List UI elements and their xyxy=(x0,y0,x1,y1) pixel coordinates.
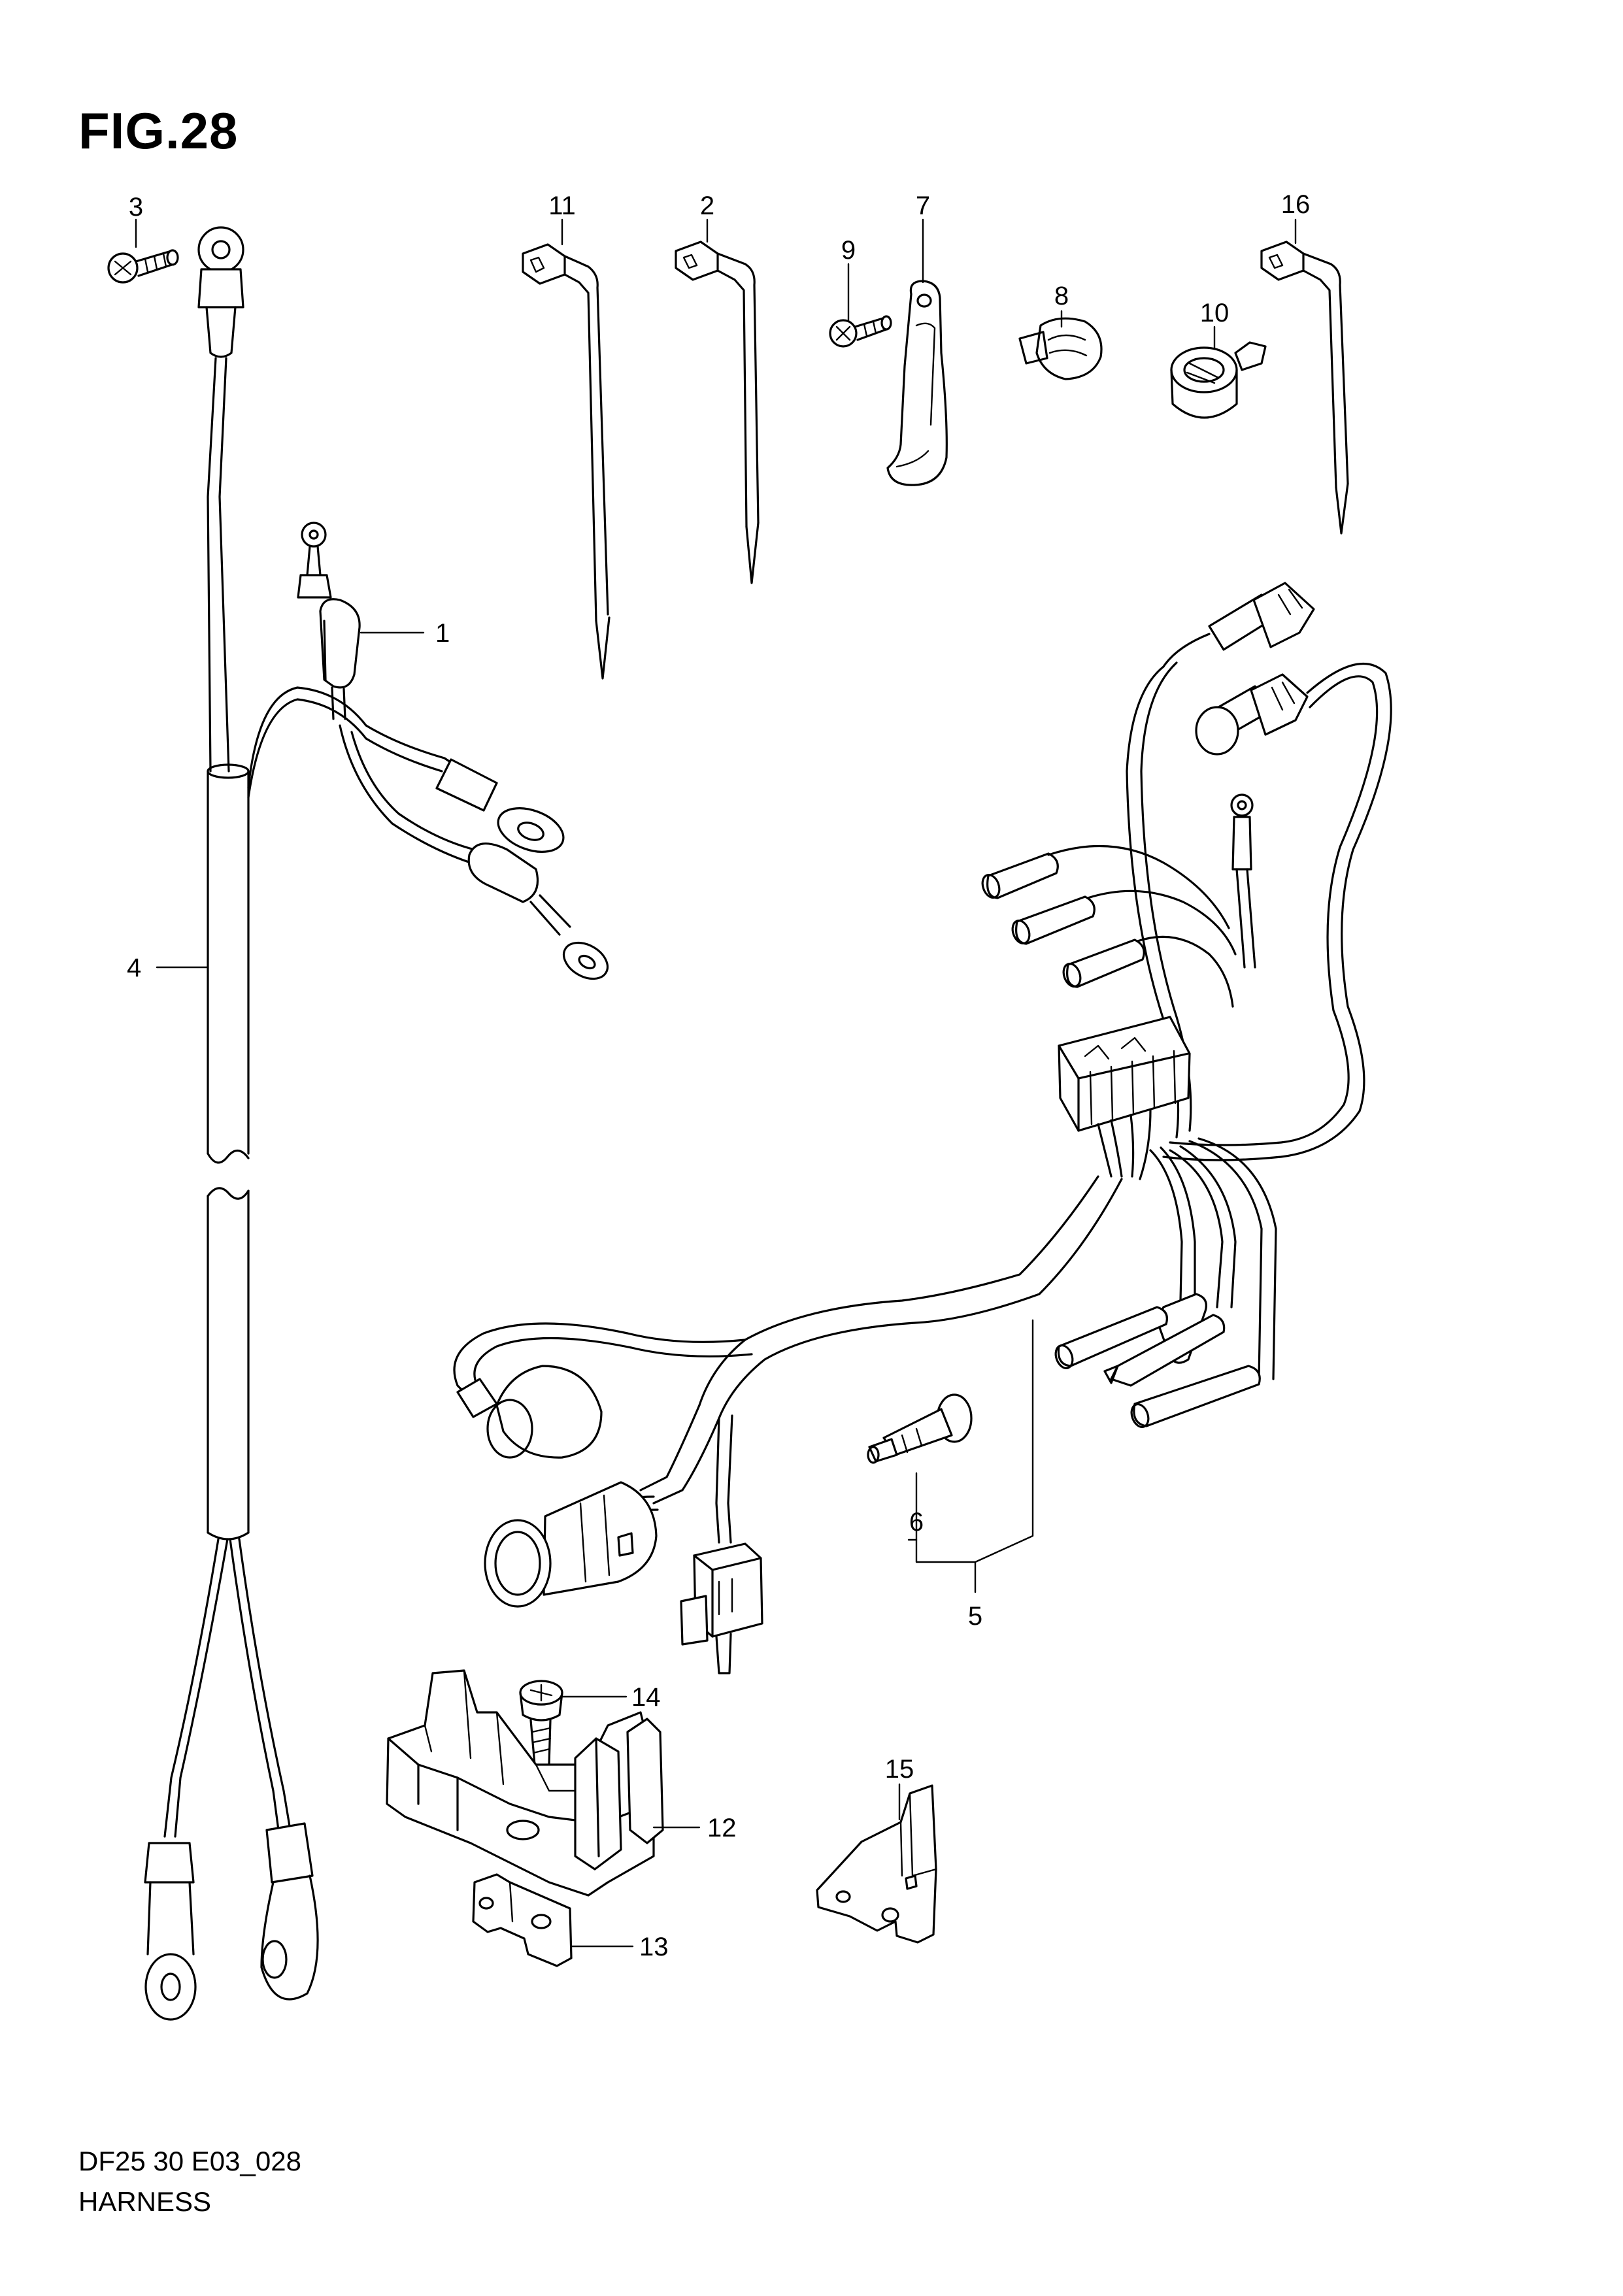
callout-4: 4 xyxy=(127,954,141,982)
callout-8: 8 xyxy=(1054,282,1069,310)
part-15-bracket[interactable] xyxy=(816,1784,937,1944)
callout-6: 6 xyxy=(909,1508,924,1537)
part-1-terminal-cap[interactable] xyxy=(297,522,361,720)
part-8-clip[interactable] xyxy=(1018,317,1103,380)
part-16-cable-tie[interactable] xyxy=(1260,241,1349,535)
callout-13: 13 xyxy=(639,1933,669,1961)
callout-12: 12 xyxy=(707,1814,737,1842)
leader-lines xyxy=(135,218,1297,1948)
part-10-clamp[interactable] xyxy=(1170,341,1267,419)
callout-9: 9 xyxy=(841,236,856,265)
callout-11: 11 xyxy=(548,191,576,220)
part-13-plate[interactable] xyxy=(472,1873,573,1967)
callout-3: 3 xyxy=(129,193,143,222)
part-7-clamp[interactable] xyxy=(886,280,948,486)
callout-labels: 3 11 2 9 7 8 10 16 1 4 6 5 14 12 13 15 xyxy=(127,190,1310,1961)
callout-10: 10 xyxy=(1200,299,1230,327)
part-4-battery-cable[interactable] xyxy=(144,226,614,2021)
part-12-bracket[interactable] xyxy=(386,1669,664,1897)
figure-title: FIG.28 xyxy=(78,102,239,159)
part-3-screw[interactable] xyxy=(107,249,179,284)
diagram-code: DF25 30 E03_028 xyxy=(78,2146,301,2176)
diagram-name: HARNESS xyxy=(78,2186,212,2217)
part-14-bolt[interactable] xyxy=(519,1680,563,1774)
callout-2: 2 xyxy=(700,191,714,220)
callout-15: 15 xyxy=(885,1755,914,1784)
callout-7: 7 xyxy=(916,191,930,220)
callout-5: 5 xyxy=(968,1602,982,1631)
callout-16: 16 xyxy=(1281,190,1311,219)
part-11-cable-tie[interactable] xyxy=(522,243,611,680)
callout-1: 1 xyxy=(435,619,450,648)
part-5-main-harness[interactable] xyxy=(453,582,1392,1674)
part-2-cable-tie[interactable] xyxy=(675,241,760,584)
callout-14: 14 xyxy=(631,1683,661,1712)
part-9-screw[interactable] xyxy=(829,315,892,348)
